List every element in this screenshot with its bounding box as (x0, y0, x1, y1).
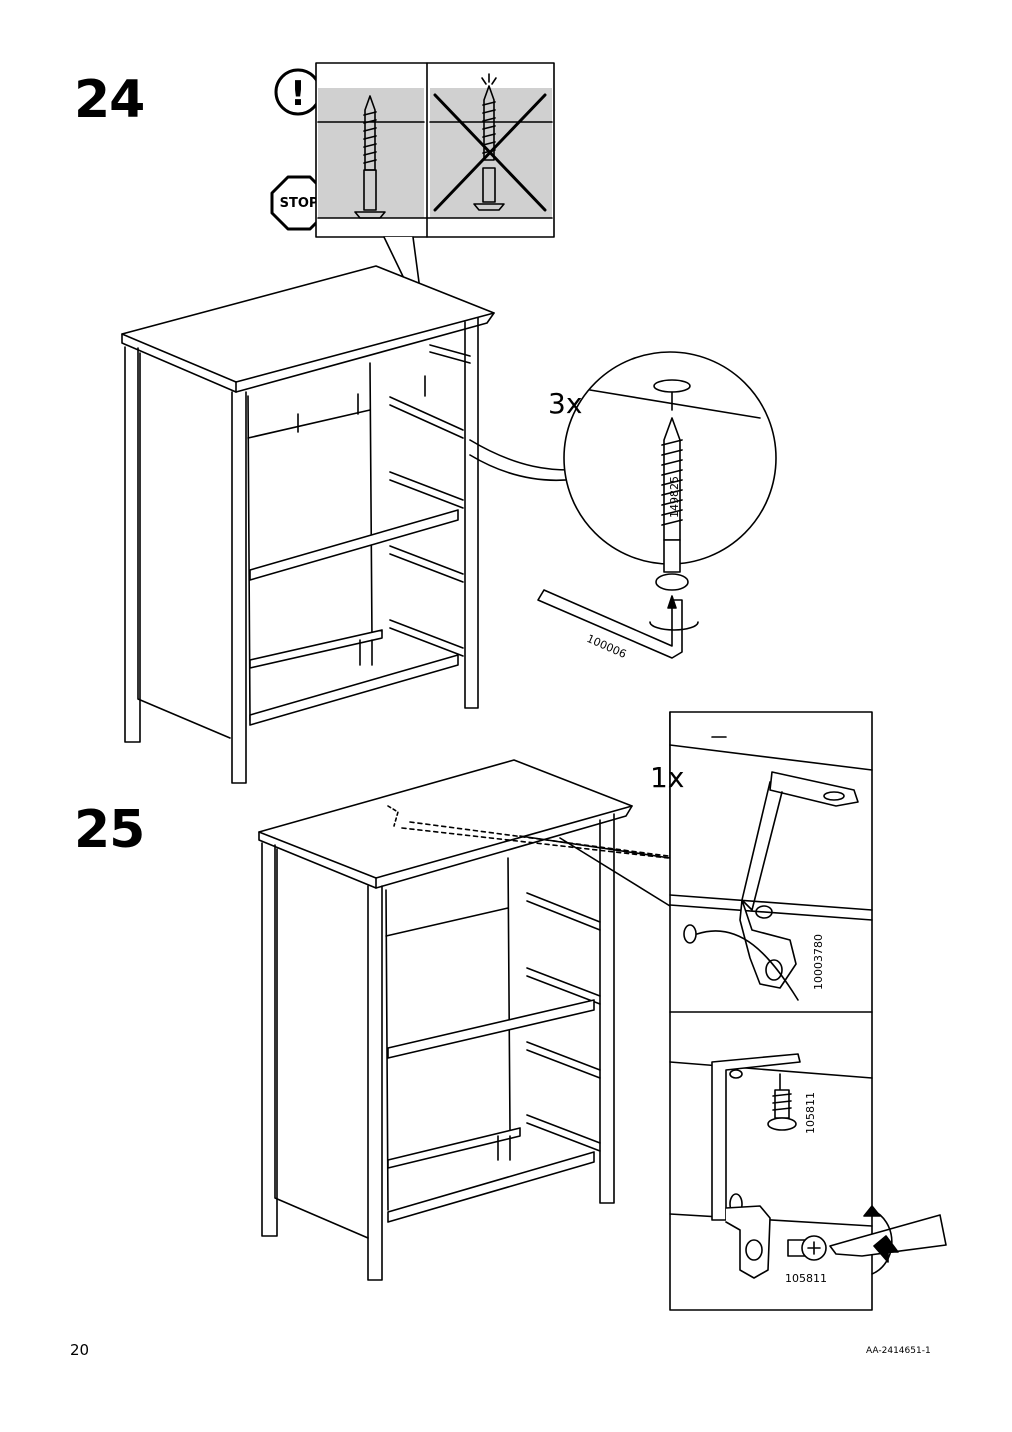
exclamation-glyph: ! (290, 74, 306, 114)
warning-panel (315, 62, 555, 321)
step-25-quantity: 1x (650, 761, 685, 794)
screw-detail-circle (469, 351, 777, 659)
stop-label: STOP (280, 196, 319, 211)
page-number: 20 (70, 1341, 90, 1359)
part-number-105811-lower: 105811 (785, 1272, 827, 1285)
step-24-quantity: 3x (548, 387, 583, 420)
part-number-10003780: 10003780 (812, 934, 825, 990)
document-code: AA-2414651-1 (866, 1346, 931, 1356)
part-number-149825: 149825 (668, 476, 681, 518)
dresser-step-24 (121, 265, 495, 784)
step-25-number: 25 (74, 800, 145, 860)
part-number-105811-upper: 105811 (804, 1092, 817, 1134)
step-24-number: 24 (74, 70, 145, 130)
bracket-detail-box (519, 711, 947, 1311)
dresser-step-25 (258, 759, 669, 1281)
